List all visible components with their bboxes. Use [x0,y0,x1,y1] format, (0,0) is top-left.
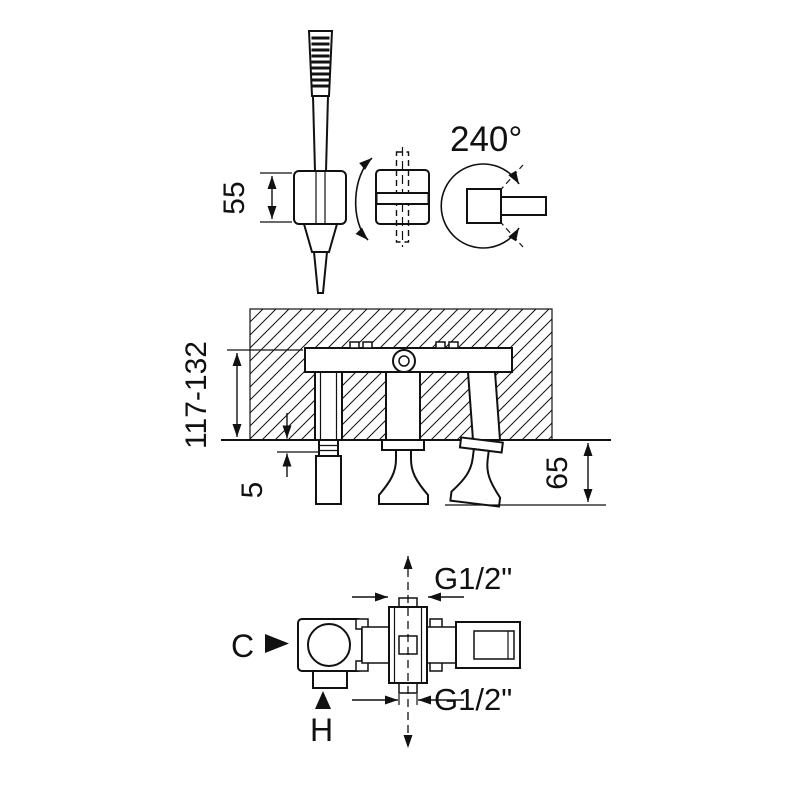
middle-tap-handle [378,449,429,505]
dimension-117-132: 117-132 [180,341,303,449]
handle-bar [500,196,547,216]
right-valve-leg [466,371,502,441]
middle-valve-leg [385,371,421,441]
right-connector-band [426,626,457,664]
label-c: C [231,628,254,664]
shower-outlet-plan [312,670,348,689]
wall-section-view [221,308,611,508]
handle-through-bracket [315,171,326,224]
right-tap-handle [449,447,502,508]
dim-55-label: 55 [218,181,251,214]
label-h-group: H [310,691,333,748]
g12-top-label: G1/2" [434,561,512,596]
shower-handle-upper [311,95,330,172]
wall-bracket [293,170,347,225]
shower-outlet-socket [315,455,342,505]
g12-bottom-extensions [398,694,418,705]
bracket-cone [302,223,339,253]
dim-55-extension-lines [260,172,292,223]
body-lug [362,341,373,349]
body-lug [448,341,459,349]
body-lug [435,341,446,349]
valve-knurl-lines [393,607,423,683]
h-arrow-icon [315,691,331,709]
dimension-55: 55 [218,172,292,223]
rotation-circle-arrow [440,163,520,249]
handle-hub-square [466,188,502,224]
left-leg-detail [319,372,338,440]
c-arrow-icon [265,634,289,653]
outlet-threads [319,444,338,452]
right-tap-assembly [449,436,504,508]
left-valve-leg [314,371,343,441]
lever-horizontal [375,192,430,205]
dimension-g12-bottom: G1/2" [352,682,512,717]
diverter-port-inner [398,355,410,367]
label-h: H [310,712,333,748]
shower-outlet-stem [318,439,339,457]
handle-front-view [354,147,430,247]
g12-bottom-label: G1/2" [434,682,512,717]
dim-117-132-label: 117-132 [180,341,213,449]
plan-view [297,556,521,748]
middle-escutcheon-flange [381,439,425,451]
handle-rotation-view: 240° [440,120,547,249]
dimension-5: 5 [236,413,318,498]
spout-opening [473,630,515,660]
hand-shower-side-view [293,30,347,294]
rotation-arc-arrow [354,157,373,241]
label-c-group: C [231,628,289,664]
shower-head-ribs [311,36,330,88]
body-lug [349,341,360,349]
dimension-65: 65 [445,443,606,506]
dimension-g12-top: G1/2" [352,561,512,602]
dim-5-label: 5 [236,482,269,499]
dim-65-label: 65 [541,456,574,489]
shower-handle-lower [312,251,329,294]
left-connector-band [361,626,390,664]
angle-240-label: 240° [450,120,522,159]
shower-holder-circle [307,623,351,667]
